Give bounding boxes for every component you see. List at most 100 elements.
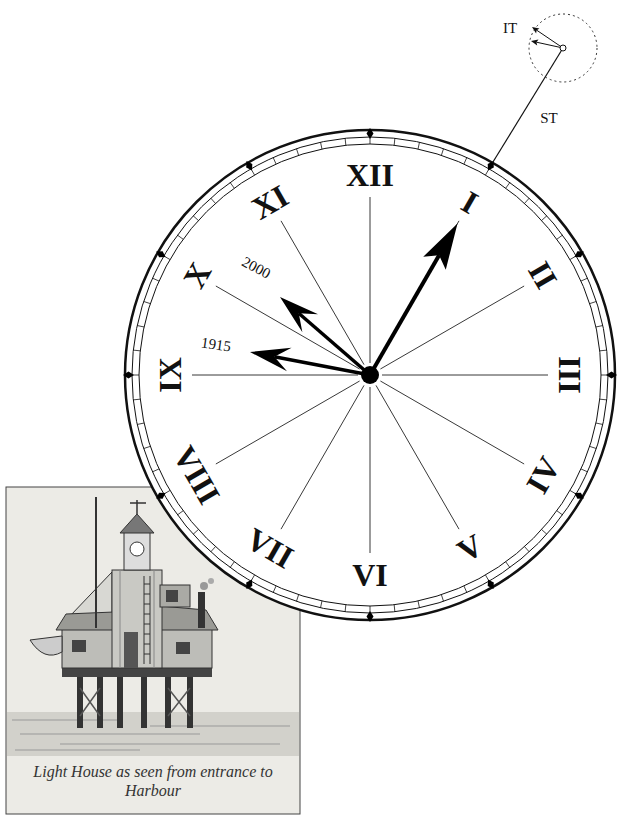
minute-tick	[296, 149, 298, 156]
hour-diamond	[606, 372, 617, 379]
hour-line	[281, 385, 364, 529]
minute-tick	[394, 138, 396, 145]
minute-tick	[177, 511, 183, 515]
minute-tick	[144, 446, 151, 448]
minute-tick	[193, 216, 198, 221]
minute-tick	[137, 326, 144, 327]
arrow-head	[532, 27, 539, 33]
minute-tick	[590, 301, 597, 303]
dial-ring	[139, 144, 601, 606]
hand-head	[250, 348, 292, 372]
leader-line	[493, 48, 564, 163]
hour-diamond	[156, 493, 166, 499]
hour-diamond	[367, 611, 374, 622]
hour-markers	[123, 128, 617, 622]
hand-head	[280, 297, 318, 332]
minute-tick	[137, 423, 144, 424]
minute-tick	[193, 530, 198, 535]
arrow-shaft	[537, 30, 563, 48]
minute-tick	[321, 601, 322, 608]
minute-tick	[600, 399, 607, 401]
minute-tick	[596, 423, 603, 424]
minute-tick	[464, 586, 467, 592]
minute-tick	[211, 198, 216, 203]
minute-tick	[345, 605, 347, 612]
minute-tick	[464, 158, 467, 164]
minute-tick	[230, 562, 234, 568]
minute-tick	[542, 216, 547, 221]
hour-diamond	[574, 251, 584, 257]
minute-tick	[394, 605, 396, 612]
minute-tick	[153, 469, 159, 472]
hour-line	[370, 387, 371, 553]
hour-diamond	[367, 128, 374, 139]
hour-line	[216, 381, 360, 464]
minute-tick	[525, 198, 530, 203]
minute-tick	[418, 601, 419, 608]
arrow-head	[531, 40, 538, 46]
minute-tick	[177, 235, 183, 239]
minute-tick	[153, 278, 159, 281]
minute-tick	[441, 149, 443, 156]
minute-tick	[557, 511, 563, 515]
minute-tick	[211, 547, 216, 552]
hand-label: ST	[540, 111, 558, 126]
minute-tick	[321, 142, 322, 149]
minute-tick	[581, 278, 587, 281]
minute-tick	[542, 530, 547, 535]
hour-diamond	[246, 161, 252, 171]
hour-numeral: VI	[352, 559, 388, 591]
minute-tick	[590, 446, 597, 448]
minute-tick	[506, 182, 510, 188]
minute-tick	[133, 399, 140, 401]
hand-shaft	[370, 255, 439, 375]
hand-shaft	[274, 357, 370, 375]
minute-tick	[345, 138, 347, 145]
minute-tick	[230, 182, 234, 188]
minute-tick	[581, 469, 587, 472]
hour-numeral: IX	[154, 357, 186, 393]
hour-line	[192, 375, 358, 376]
hour-numeral: XII	[346, 159, 394, 191]
arrow-shaft	[536, 42, 563, 48]
minute-tick	[273, 586, 276, 592]
hour-hand	[280, 297, 370, 375]
hour-line	[380, 286, 524, 369]
hour-hand	[250, 348, 370, 375]
hour-line	[376, 385, 459, 529]
minute-tick	[506, 562, 510, 568]
hour-diamond	[574, 493, 584, 499]
dial-rim	[125, 130, 615, 620]
minute-tick	[596, 326, 603, 327]
minute-tick	[144, 301, 151, 303]
minute-tick	[557, 235, 563, 239]
minute-tick	[418, 142, 419, 149]
minute-tick	[525, 547, 530, 552]
minute-tick	[441, 595, 443, 602]
dotted-orbit	[529, 14, 597, 82]
minute-tick	[296, 595, 298, 602]
small-arrows	[531, 27, 563, 48]
minute-ticks	[132, 137, 608, 613]
hour-line	[216, 286, 360, 369]
hour-diamond	[246, 579, 252, 589]
minute-tick	[273, 158, 276, 164]
clock-hands	[250, 223, 458, 375]
hour-lines	[192, 197, 548, 553]
hour-diamond	[488, 579, 494, 589]
hour-numeral: III	[554, 356, 586, 393]
picture-caption: Light House as seen from entrance to Har…	[18, 762, 288, 800]
minute-hand	[370, 223, 458, 375]
small-arrow	[531, 40, 563, 48]
hand-shaft	[299, 313, 370, 375]
hour-diamond	[123, 372, 134, 379]
orbit-centre	[560, 45, 566, 51]
small-arrow	[532, 27, 563, 48]
hour-diamond	[156, 251, 166, 257]
hand-pivot	[361, 366, 379, 384]
minute-tick	[133, 350, 140, 352]
hand-head	[423, 223, 457, 269]
hour-line	[382, 375, 548, 376]
